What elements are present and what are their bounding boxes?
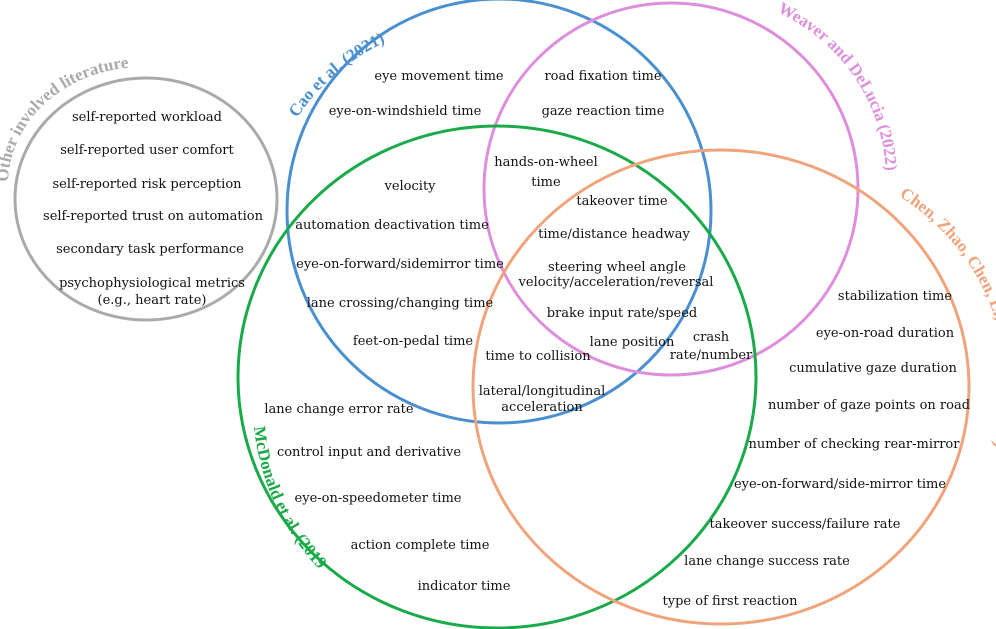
term-weaver-mcdonald-chen: crash bbox=[693, 330, 730, 345]
term-chen: eye-on-road duration bbox=[816, 326, 955, 341]
term-chen: number of gaze points on road bbox=[768, 398, 970, 413]
term-mcdonald: eye-on-speedometer time bbox=[295, 491, 462, 506]
term-other: self-reported user comfort bbox=[60, 143, 234, 158]
mcdonald-circle bbox=[236, 124, 758, 629]
term-cao: eye-on-windshield time bbox=[329, 104, 482, 119]
term-four-way: takeover time bbox=[576, 194, 667, 209]
term-mcdonald: indicator time bbox=[418, 579, 511, 594]
term-other: self-reported workload bbox=[72, 110, 222, 125]
term-chen: lane change success rate bbox=[684, 554, 850, 569]
term-cao-mcdonald: lane crossing/changing time bbox=[307, 296, 494, 311]
term-cao-mcdonald-chen: time to collision bbox=[485, 349, 591, 364]
term-cao-mcdonald: velocity bbox=[383, 179, 436, 194]
term-other: self-reported trust on automation bbox=[43, 209, 264, 224]
term-four-way: time/distance headway bbox=[538, 227, 690, 242]
term-cao-mcdonald: automation deactivation time bbox=[295, 218, 489, 233]
term-cao: eye movement time bbox=[374, 69, 504, 84]
term-weaver-mcdonald-chen: rate/number bbox=[670, 348, 753, 363]
term-four-way: velocity/acceleration/reversal bbox=[518, 275, 714, 290]
term-cao-weaver: gaze reaction time bbox=[542, 104, 665, 119]
term-other: psychophysiological metrics bbox=[59, 276, 245, 291]
term-other: (e.g., heart rate) bbox=[98, 293, 207, 308]
term-cao-weaver-mcdonald: hands-on-wheel bbox=[494, 155, 598, 170]
term-four-way: steering wheel angle bbox=[548, 260, 686, 275]
weaver-title: Weaver and DeLucia (2022) bbox=[775, 0, 901, 171]
term-mcdonald: control input and derivative bbox=[277, 445, 461, 460]
term-chen: number of checking rear-mirror bbox=[749, 437, 961, 452]
term-four-way: lane position bbox=[590, 335, 675, 350]
chen-circle bbox=[471, 148, 971, 626]
term-mcdonald-chen: lateral/longitudinal bbox=[479, 384, 606, 399]
term-mcdonald-chen: acceleration bbox=[501, 400, 583, 415]
term-cao-weaver: road fixation time bbox=[544, 69, 661, 84]
term-other: self-reported risk perception bbox=[52, 177, 242, 192]
term-cao-weaver-mcdonald: time bbox=[531, 175, 561, 190]
term-chen: stabilization time bbox=[838, 289, 952, 304]
term-chen: takeover success/failure rate bbox=[710, 517, 901, 532]
cao-circle bbox=[285, 0, 713, 425]
term-chen: eye-on-forward/side-mirror time bbox=[734, 477, 946, 492]
term-four-way: brake input rate/speed bbox=[547, 306, 698, 321]
term-cao-mcdonald: feet-on-pedal time bbox=[353, 334, 473, 349]
term-mcdonald: action complete time bbox=[351, 538, 490, 553]
term-other: secondary task performance bbox=[56, 242, 244, 257]
term-chen: type of first reaction bbox=[663, 594, 799, 609]
term-mcdonald: lane change error rate bbox=[264, 402, 414, 417]
term-cao-mcdonald: eye-on-forward/sidemirror time bbox=[296, 257, 504, 272]
other-literature-circle bbox=[13, 76, 279, 322]
term-chen: cumulative gaze duration bbox=[789, 361, 957, 376]
